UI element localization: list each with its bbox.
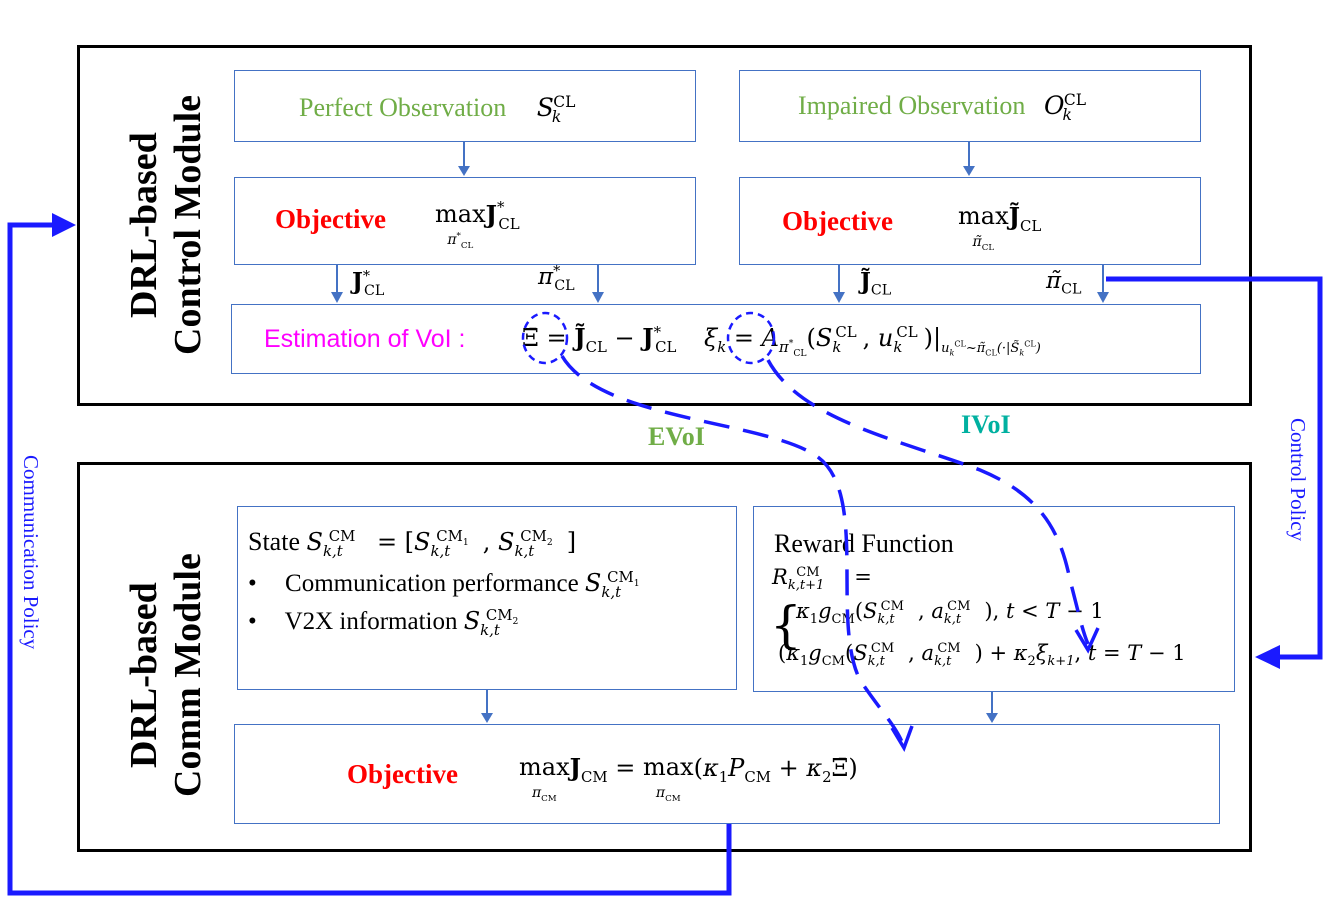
xi-k-highlight <box>726 311 776 365</box>
voi-formula: Ξ̄ = J̃CL − J*CL ξk = Aπ*CL(SkCL, ukCL)|… <box>522 323 1041 359</box>
control-module-frame <box>77 45 1252 406</box>
perfect-observation-label: Perfect Observation <box>299 93 507 122</box>
perfect-observation-box: Perfect Observation SkCL <box>234 70 696 142</box>
reward-case2: (κ1gCM(Sk,tCM, ak,tCM) + κ2ξk+1, t = T −… <box>778 641 1186 670</box>
evoi-label: EVoI <box>648 422 705 451</box>
bullet2-marker: • <box>248 608 257 635</box>
state-box: State Sk,tCM = [Sk,tCM1, Sk,tCM2] • Comm… <box>237 506 737 690</box>
xi-bar-highlight <box>521 311 569 365</box>
ivoi-dashed-arrow <box>766 359 1090 645</box>
reward-case1: κ1gCM(Sk,tCM, ak,tCM), t < T − 1 <box>796 599 1104 628</box>
impaired-observation-symbol: OkCL <box>1043 90 1086 124</box>
bullet2-text: V2X information <box>284 608 458 635</box>
bullet1-symbol: Sk,tCM1 <box>584 568 640 601</box>
voi-label: Estimation of VoI : <box>264 325 466 353</box>
reward-title: Reward Function <box>774 529 954 558</box>
j-tilde-cl-label: J̃CL <box>860 268 892 299</box>
objective-right-label: Objective <box>782 206 893 236</box>
bullet1-marker: • <box>248 570 257 597</box>
pi-tilde-cl-label: π̃CL <box>1046 268 1082 298</box>
communication-policy-connector <box>7 222 732 896</box>
perfect-observation-symbol: SkCL <box>536 92 576 126</box>
state-formula: Sk,tCM = [Sk,tCM1, Sk,tCM2] <box>306 527 577 560</box>
reward-lhs: Rk,t+1CM = <box>772 565 872 594</box>
impaired-observation-box: Impaired Observation OkCL <box>739 70 1201 142</box>
state-label: State <box>248 527 300 556</box>
j-star-cl-label: J*CL <box>352 268 385 299</box>
pi-star-cl-label: π*CL <box>538 263 575 294</box>
evoi-dashed-arrow <box>560 355 904 743</box>
communication-policy-arrowhead <box>52 213 76 237</box>
control-policy-label: Control Policy <box>1286 418 1310 542</box>
impaired-observation-label: Impaired Observation <box>798 91 1026 120</box>
thin-arrows <box>331 142 1109 723</box>
reward-function-box: Reward Function Rk,t+1CM = { κ1gCM(Sk,tC… <box>753 506 1235 692</box>
bullet1-text: Communication performance <box>285 570 579 597</box>
objective-left-label: Objective <box>275 204 386 234</box>
ivoi-label: IVoI <box>961 410 1011 439</box>
communication-policy-label: Communication Policy <box>19 455 43 650</box>
bullet2-symbol: Sk,tCM2 <box>463 606 519 639</box>
reward-brace: { <box>770 596 802 654</box>
voi-estimation-box: Estimation of VoI : Ξ̄ = J̃CL − J*CL ξk … <box>231 304 1201 374</box>
comm-module-frame <box>77 462 1252 852</box>
comm-objective-label: Objective <box>347 759 458 789</box>
control-policy-connector <box>1106 276 1323 660</box>
control-policy-arrowhead <box>1255 645 1280 669</box>
